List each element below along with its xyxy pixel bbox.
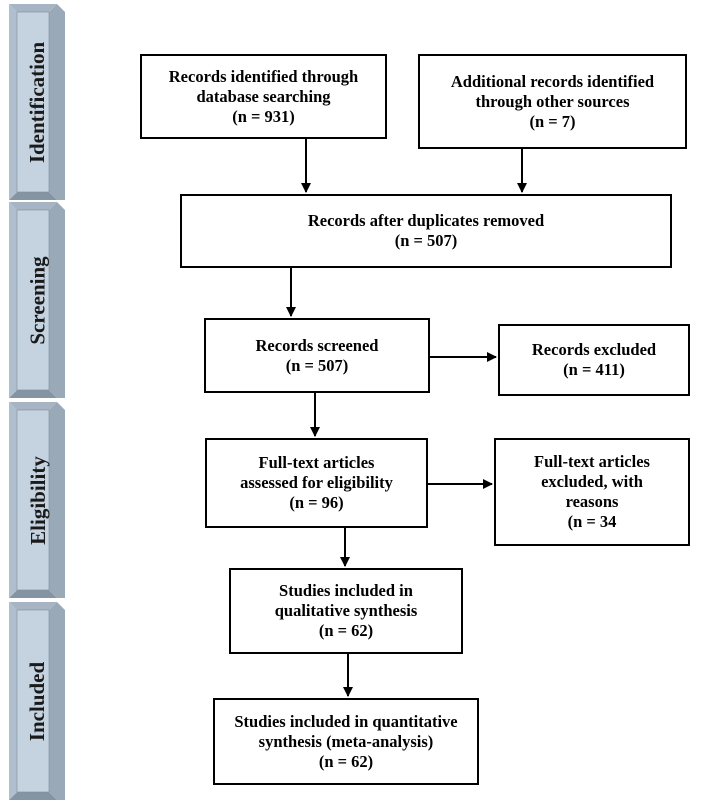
box-line: Records screened (255, 335, 379, 355)
stage-tab-included: Included (6, 602, 68, 800)
box-duplicates-removed: Records after duplicates removed (n = 50… (180, 194, 672, 268)
box-line: Records excluded (531, 340, 657, 359)
box-fulltext-excluded: Full-text articles excluded, with reason… (494, 438, 690, 546)
stage-tab-shape (9, 602, 65, 800)
stage-tab-shape (9, 4, 65, 200)
box-records-database: Records identified through database sear… (140, 54, 387, 139)
box-quantitative-synthesis: Studies included in quantitative synthes… (213, 698, 479, 785)
box-fulltext-assessed: Full-text articles assessed for eligibil… (205, 438, 428, 528)
box-line: (n = 507) (285, 355, 349, 375)
box-records-excluded: Records excluded (n = 411) (498, 324, 690, 396)
box-line: reasons (565, 492, 619, 511)
box-line: (n = 931) (232, 106, 295, 126)
box-line: through other sources (475, 91, 630, 111)
box-line: Studies included in (279, 581, 413, 600)
box-line: (n = 7) (529, 111, 576, 131)
box-line: (n = 411) (563, 360, 625, 379)
box-line: (n = 62) (318, 751, 374, 771)
stage-tab-eligibility: Eligibility (6, 402, 68, 598)
box-line: Full-text articles (534, 452, 650, 471)
box-records-other-sources: Additional records identified through ot… (418, 54, 687, 149)
box-line: Studies included in quantitative (234, 711, 458, 731)
box-line: Full-text articles (258, 453, 375, 472)
box-qualitative-synthesis: Studies included in qualitative synthesi… (229, 568, 463, 654)
box-line: (n = 34 (567, 512, 617, 531)
stage-tab-shape (9, 202, 65, 398)
box-line: excluded, with (541, 472, 643, 491)
box-line: assessed for eligibility (240, 473, 393, 492)
box-line: Records identified through (168, 66, 359, 86)
stage-tab-shape (9, 402, 65, 598)
box-line: Records after duplicates removed (307, 211, 545, 230)
stage-tab-identification: Identification (6, 4, 68, 200)
box-line: (n = 507) (394, 231, 458, 250)
stage-tab-screening: Screening (6, 202, 68, 398)
box-line: (n = 62) (318, 621, 374, 640)
box-line: database searching (196, 86, 331, 106)
box-line: Additional records identified (450, 71, 655, 91)
box-line: synthesis (meta-analysis) (258, 731, 434, 751)
box-line: (n = 96) (289, 493, 344, 512)
box-line: qualitative synthesis (274, 601, 418, 620)
box-records-screened: Records screened (n = 507) (204, 318, 430, 393)
